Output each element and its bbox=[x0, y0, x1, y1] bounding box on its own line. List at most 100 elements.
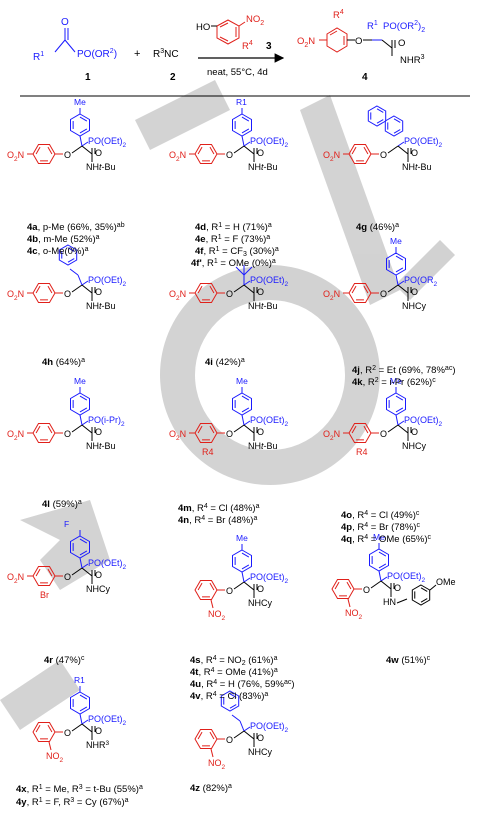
label-sup1: a bbox=[264, 691, 269, 698]
label-text2: = CF bbox=[219, 246, 243, 257]
label-text: (51%) bbox=[398, 655, 427, 666]
compound-label-4d: 4d, R1 = H (71%)a bbox=[195, 220, 272, 233]
label-text: (59%) bbox=[49, 499, 78, 510]
label-text: , R bbox=[352, 522, 365, 533]
label-text3: = t-Bu (55%) bbox=[82, 784, 139, 795]
reagent1-number: 1 bbox=[85, 72, 91, 83]
aryl-substituent: Me bbox=[236, 376, 248, 386]
label-text: , R bbox=[200, 655, 213, 666]
compound-label-4m: 4m, R4 = Cl (48%)a bbox=[178, 501, 259, 514]
amine-nh: HN bbox=[383, 597, 396, 607]
phenol-reagent bbox=[211, 19, 246, 45]
compound-label-4s: 4s, R4 = NO2 (61%)a bbox=[190, 653, 278, 669]
reagent1-r1: R1 bbox=[33, 51, 44, 63]
compound-label-4z: 4z (82%)a bbox=[190, 781, 232, 794]
phosphonate-group: PO(OEt)2 bbox=[88, 275, 127, 288]
label-text3: 59% bbox=[262, 679, 284, 690]
label-sup1: a bbox=[271, 258, 276, 265]
ether-oxygen: O bbox=[380, 289, 387, 299]
label-text2: = Cl (48%) bbox=[207, 503, 256, 514]
nitro-group: NO2 bbox=[208, 609, 226, 622]
label-rsup: 1 bbox=[38, 797, 43, 804]
label-rsup: 2 bbox=[372, 365, 376, 372]
ether-oxygen: O bbox=[380, 429, 387, 439]
phosphonate-group: PO(OEt)2 bbox=[250, 275, 289, 288]
label-label: 4r bbox=[44, 655, 53, 666]
label-sup2: b bbox=[120, 222, 125, 229]
label-sup1: a bbox=[395, 222, 399, 229]
aryl-ring bbox=[70, 535, 90, 559]
label-text: , R bbox=[26, 797, 39, 808]
nhcy-group: NHCy bbox=[86, 584, 110, 594]
phenol-ho: HO bbox=[196, 22, 210, 33]
carbonyl-oxygen: O bbox=[411, 427, 418, 437]
phenyl-ring bbox=[58, 244, 78, 266]
ether-oxygen: O bbox=[64, 289, 71, 299]
tbu-amide: NHt-Bu bbox=[86, 162, 116, 172]
reaction-conditions: neat, 55°C, 4d bbox=[207, 67, 268, 78]
label-label: 4b bbox=[27, 234, 39, 245]
label-sup1: a bbox=[274, 246, 279, 253]
label-label: 4u bbox=[190, 679, 202, 690]
compound-label-4c: 4c, o-Me(0%)a bbox=[27, 244, 88, 257]
compound-label-4k: 4k, R2 = i-Pr (62%)c bbox=[352, 375, 436, 388]
label-label: 4q bbox=[341, 534, 353, 545]
product-no2: O2N bbox=[297, 36, 315, 49]
compound-label-4n: 4n, R4 = Br (48%)a bbox=[178, 513, 257, 526]
reagent2-number: 2 bbox=[170, 72, 176, 83]
label-rsup: 4 bbox=[212, 655, 217, 662]
aryl-substituent: Me bbox=[390, 236, 402, 246]
label-text3: ) bbox=[113, 222, 117, 233]
label-text: , R bbox=[26, 784, 39, 795]
tbu-amide: NHt-Bu bbox=[86, 441, 116, 451]
r4-substituent: R4 bbox=[356, 447, 368, 457]
label-label: 4k bbox=[352, 377, 363, 388]
nitrophenyl-ring bbox=[32, 722, 56, 742]
label-text: , o-Me(0%) bbox=[37, 246, 85, 257]
label-label: 4f bbox=[195, 246, 204, 257]
reagent2-isocyanide: R3NC bbox=[153, 48, 179, 60]
label-text3: 78% bbox=[423, 365, 445, 376]
label-text3: = Cy (67%) bbox=[74, 797, 125, 808]
label-sup1: c bbox=[427, 534, 432, 541]
label-text2: = i-Pr (62%) bbox=[378, 377, 433, 388]
nhcy-group: NHCy bbox=[248, 598, 272, 608]
label-sup1: a bbox=[240, 357, 245, 364]
aryl-substituent: Me bbox=[74, 376, 86, 386]
phosphonate-group: PO(OR2 bbox=[404, 275, 438, 288]
label-sup1: a bbox=[283, 679, 288, 686]
ether-oxygen: O bbox=[380, 150, 387, 160]
label-sup1: a bbox=[77, 499, 82, 506]
ether-oxygen: O bbox=[226, 735, 233, 745]
label-text2: 35% bbox=[91, 222, 114, 233]
label-text: , R bbox=[201, 679, 214, 690]
plus-sign: + bbox=[134, 48, 140, 60]
label-label: 4a bbox=[27, 222, 38, 233]
nitrophenyl-ring bbox=[331, 579, 355, 599]
label-sup1: a bbox=[95, 234, 100, 241]
nitro-group: NO2 bbox=[345, 608, 363, 621]
compound-label-4e: 4e, R1 = F (73%)a bbox=[195, 232, 270, 245]
compound-label-4f: 4f, R1 = CF3 (30%)a bbox=[195, 244, 279, 260]
label-label: 4y bbox=[16, 797, 27, 808]
aryl-ring bbox=[70, 113, 90, 137]
nitro-group: O2N bbox=[169, 150, 186, 163]
compound-label-4h: 4h (64%)a bbox=[42, 355, 85, 368]
label-text2: = OMe (0%) bbox=[217, 258, 272, 269]
nitro-group: O2N bbox=[323, 289, 340, 302]
label-rsup: 1 bbox=[213, 258, 218, 265]
label-sub: 3 bbox=[243, 251, 247, 258]
label-text2: = Cl (83%) bbox=[216, 691, 265, 702]
phenyl-ring bbox=[220, 690, 240, 712]
reagent1-o: O bbox=[61, 17, 69, 28]
nitro-group: O2N bbox=[7, 289, 24, 302]
nhcy-group: NHCy bbox=[402, 301, 426, 311]
label-sup1: a bbox=[81, 357, 85, 364]
label-text2: = Et (69%, bbox=[375, 365, 424, 376]
aryl-ring bbox=[232, 113, 252, 137]
label-label: 4x bbox=[16, 784, 27, 795]
label-rsup: 4 bbox=[364, 510, 369, 517]
label-text: , R bbox=[191, 503, 204, 514]
